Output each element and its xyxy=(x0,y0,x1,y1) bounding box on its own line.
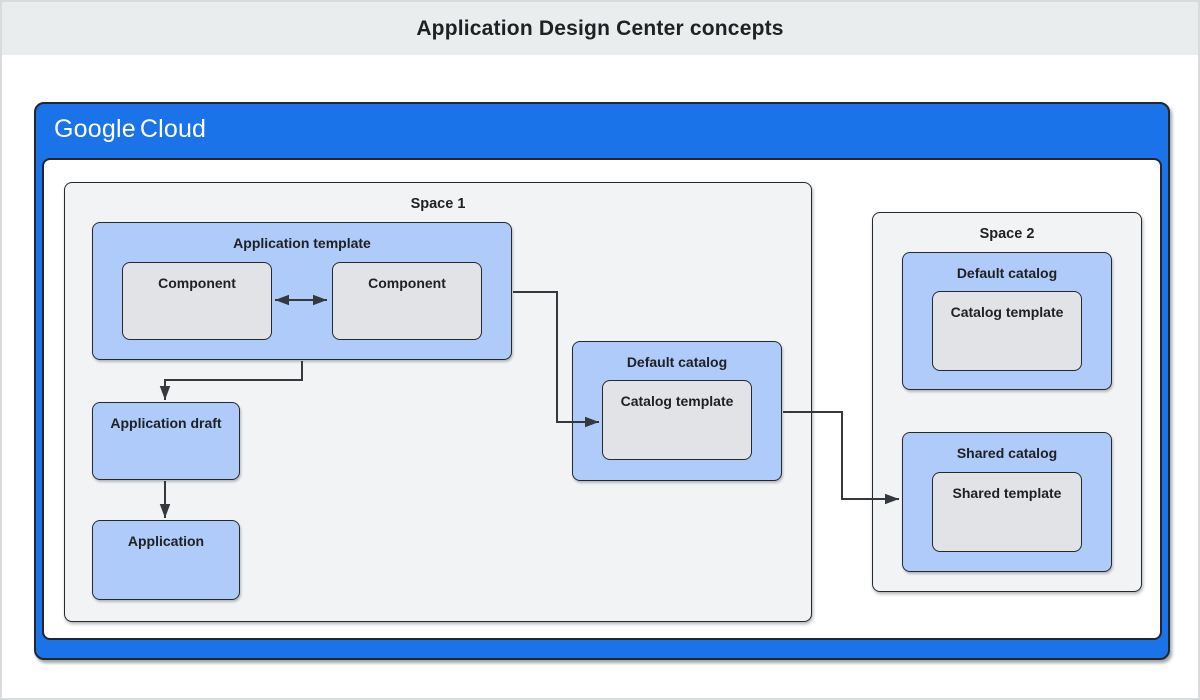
default-catalog-space2-label: Default catalog xyxy=(956,265,1058,281)
logo-cloud: Cloud xyxy=(139,115,207,143)
catalog-template-space1-box: Catalog template xyxy=(602,380,752,460)
application-label: Application xyxy=(127,533,205,549)
shared-template-label: Shared template xyxy=(952,485,1062,501)
page-title: Application Design Center concepts xyxy=(416,16,784,40)
shared-catalog-label: Shared catalog xyxy=(956,445,1058,461)
logo-google: Google xyxy=(54,115,136,143)
catalog-template-space2-box: Catalog template xyxy=(932,291,1082,371)
space1-label: Space 1 xyxy=(410,196,466,212)
application-draft-label: Application draft xyxy=(110,415,222,431)
component-box-2: Component xyxy=(332,262,482,340)
application-template-label: Application template xyxy=(233,235,371,251)
application-draft-box: Application draft xyxy=(92,402,240,480)
default-catalog-space1-label: Default catalog xyxy=(626,354,728,370)
shared-template-box: Shared template xyxy=(932,472,1082,552)
catalog-template-space1-label: Catalog template xyxy=(620,393,734,409)
application-box: Application xyxy=(92,520,240,600)
component-1-label: Component xyxy=(158,275,236,291)
component-box-1: Component xyxy=(122,262,272,340)
title-bar: Application Design Center concepts xyxy=(2,2,1198,55)
catalog-template-space2-label: Catalog template xyxy=(950,304,1064,320)
component-2-label: Component xyxy=(368,275,446,291)
space2-label: Space 2 xyxy=(979,226,1035,242)
